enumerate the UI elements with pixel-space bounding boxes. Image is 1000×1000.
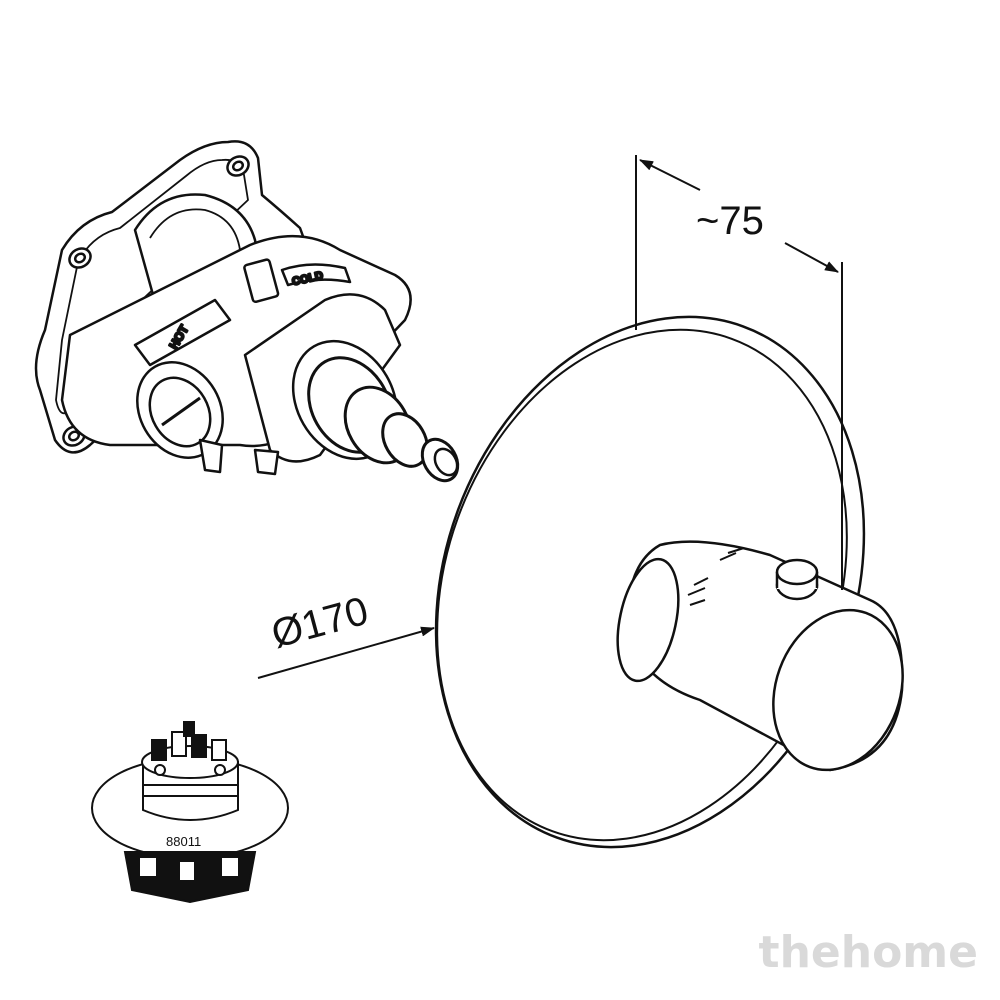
cartridge-part-number: 88011 <box>166 834 201 849</box>
handle-back-rim <box>616 557 680 683</box>
watermark: thehome <box>758 927 978 978</box>
valve-foot-left <box>198 438 224 474</box>
handle-scale-marks <box>687 547 745 606</box>
valve-dome-rib <box>149 208 241 251</box>
cartridge-tooth-2 <box>171 731 187 757</box>
handle-front-face <box>772 608 904 772</box>
cartridge-tooth-1 <box>151 739 167 761</box>
cartridge-base-cutout-2 <box>180 862 194 880</box>
outlet-thread <box>381 412 429 468</box>
dimension-arrow-right <box>784 242 839 273</box>
outlet-spindle-tip <box>433 447 459 477</box>
dimension-diameter-label: Ø170 <box>267 589 373 657</box>
dimension-diameter <box>257 626 435 679</box>
cartridge-bolt-1 <box>154 764 166 776</box>
cartridge-bolt-2 <box>214 764 226 776</box>
valve-body: HOT COLD <box>34 140 460 483</box>
trim-assembly <box>434 315 904 849</box>
diameter-leader <box>257 626 435 679</box>
top-lever <box>243 258 280 304</box>
cartridge-base-cutout-3 <box>222 858 238 876</box>
cartridge <box>91 721 289 904</box>
dimension-depth-label: ~75 <box>696 199 764 243</box>
cold-tag <box>280 263 352 287</box>
cartridge-base-cutout-1 <box>140 858 156 876</box>
hot-tag <box>133 298 232 367</box>
cartridge-tooth-3 <box>191 734 207 758</box>
mounting-hole-bottom-left-inner <box>67 430 81 442</box>
mounting-hole-left-inner <box>73 252 87 264</box>
cartridge-tooth-4 <box>211 739 227 761</box>
left-end-cap-slot <box>161 396 201 427</box>
valve-foot-right <box>253 448 280 476</box>
dimension-arrow-left <box>639 159 701 191</box>
cartridge-spindle <box>183 721 195 737</box>
mounting-hole-top-right-inner <box>231 160 245 172</box>
safety-button-top <box>775 558 819 586</box>
dimension-depth <box>635 155 843 590</box>
